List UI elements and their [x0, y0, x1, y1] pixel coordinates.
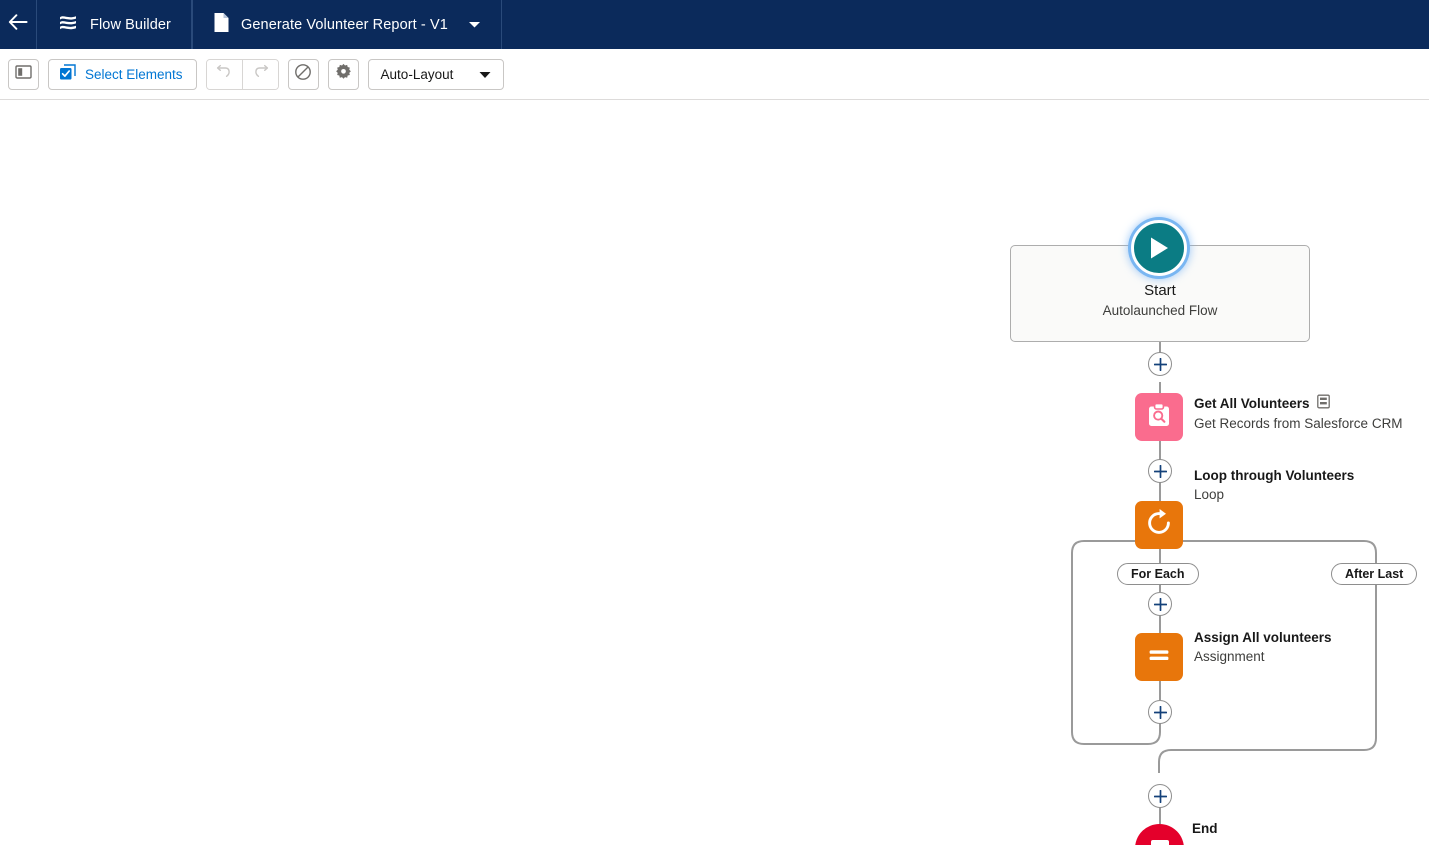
branch-after-last[interactable]: After Last	[1331, 563, 1417, 585]
loop-icon	[1144, 508, 1174, 543]
assignment-node[interactable]	[1135, 633, 1183, 681]
layout-select-value: Auto-Layout	[381, 67, 454, 82]
multi-select-checkbox-icon	[59, 64, 76, 84]
panel-toggle-icon	[15, 65, 32, 84]
chevron-down-icon[interactable]	[468, 17, 481, 33]
undo-redo-group	[206, 59, 279, 90]
get-records-label-group: Get All Volunteers Get Records from Sale…	[1194, 394, 1403, 433]
loop-label-group: Loop through Volunteers Loop	[1194, 467, 1354, 504]
start-subtitle: Autolaunched Flow	[1103, 301, 1218, 321]
add-element-button[interactable]	[1148, 592, 1172, 616]
add-element-button[interactable]	[1148, 784, 1172, 808]
records-list-icon	[1317, 394, 1331, 414]
flow-builder-icon	[57, 13, 79, 37]
redo-icon	[252, 64, 269, 84]
branch-for-each[interactable]: For Each	[1117, 563, 1199, 585]
get-records-node[interactable]	[1135, 393, 1183, 441]
add-element-button[interactable]	[1148, 352, 1172, 376]
connector-get-to-loop	[1159, 382, 1161, 393]
get-records-icon	[1145, 401, 1173, 434]
get-records-name-row: Get All Volunteers	[1194, 394, 1403, 414]
loop-name: Loop through Volunteers	[1194, 467, 1354, 485]
tab-flow-name-label: Generate Volunteer Report - V1	[241, 17, 448, 33]
connector-plus-to-loop	[1159, 481, 1161, 501]
branch-for-each-label: For Each	[1131, 567, 1185, 581]
play-icon[interactable]	[1131, 220, 1187, 276]
stop-square-icon	[1151, 840, 1169, 845]
loop-name-row: Loop through Volunteers	[1194, 467, 1354, 485]
start-title: Start	[1144, 281, 1176, 301]
assignment-label-group: Assign All volunteers Assignment	[1194, 629, 1332, 666]
arrow-left-icon	[8, 14, 28, 35]
branch-after-last-label: After Last	[1345, 567, 1403, 581]
flow-canvas[interactable]: Start Autolaunched Flow Get All Voluntee…	[0, 100, 1429, 845]
settings-button[interactable]	[328, 59, 359, 90]
assignment-icon	[1145, 641, 1173, 674]
flow-toolbar: Select Elements	[0, 49, 1429, 100]
connector-plus-to-end	[1159, 806, 1161, 824]
no-entry-button[interactable]	[288, 59, 319, 90]
select-elements-button[interactable]: Select Elements	[48, 59, 197, 90]
app-header: Flow Builder Generate Volunteer Report -…	[0, 0, 1429, 49]
end-node[interactable]	[1135, 824, 1184, 845]
assignment-type: Assignment	[1194, 647, 1332, 666]
gear-icon	[335, 63, 352, 85]
end-label: End	[1192, 821, 1218, 836]
get-records-name: Get All Volunteers	[1194, 395, 1310, 413]
tab-flow-builder[interactable]: Flow Builder	[36, 0, 192, 49]
assignment-name-row: Assign All volunteers	[1194, 629, 1332, 647]
loop-type: Loop	[1194, 485, 1354, 504]
assignment-name: Assign All volunteers	[1194, 629, 1332, 647]
chevron-down-icon	[479, 67, 491, 82]
add-element-button[interactable]	[1148, 459, 1172, 483]
undo-icon	[216, 64, 233, 84]
document-icon	[213, 12, 230, 37]
tab-flow-name[interactable]: Generate Volunteer Report - V1	[192, 0, 502, 49]
get-records-type: Get Records from Salesforce CRM	[1194, 414, 1403, 433]
back-button[interactable]	[0, 0, 36, 49]
no-entry-icon	[294, 63, 312, 86]
select-elements-label: Select Elements	[85, 67, 183, 82]
layout-select[interactable]: Auto-Layout	[368, 59, 505, 90]
panel-toggle-button[interactable]	[8, 59, 39, 90]
add-element-button[interactable]	[1148, 700, 1172, 724]
redo-button[interactable]	[242, 60, 278, 89]
loop-node[interactable]	[1135, 501, 1183, 549]
tab-flow-builder-label: Flow Builder	[90, 17, 171, 33]
undo-button[interactable]	[207, 60, 242, 89]
